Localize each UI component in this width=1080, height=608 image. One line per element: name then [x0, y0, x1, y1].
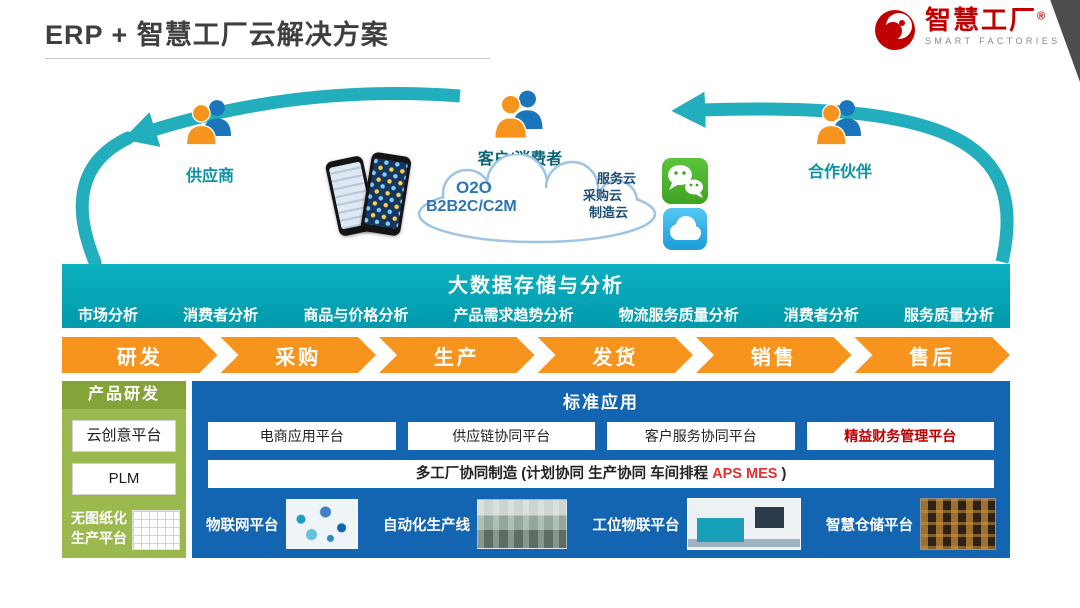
workstation-iot-label: 工位物联平台	[592, 517, 680, 534]
page-title: ERP + 智慧工厂云解决方案	[45, 20, 389, 50]
automation-line-group: 自动化生产线	[383, 499, 567, 549]
cloud-outline-icon	[417, 152, 657, 244]
bigdata-item: 服务质量分析	[903, 307, 994, 324]
standard-apps-panel: 标准应用 电商应用平台 供应链协同平台 客户服务协同平台 精益财务管理平台 多工…	[192, 381, 1010, 558]
arrow-to-supplier	[122, 87, 461, 147]
multi-factory-text: 多工厂协同制造 (计划协同 生产协同 车间排程	[415, 466, 713, 482]
product-rd-panel: 产品研发 云创意平台 PLM 无图纸化 生产平台	[62, 381, 186, 558]
aps-mes-highlight: APS MES	[712, 466, 778, 482]
platform-photo-row: 物联网平台 自动化生产线 工位物联平台 智慧仓储平台	[206, 498, 996, 550]
cloud-services: 服务云 采购云 制造云	[583, 170, 636, 221]
partner-icon	[812, 96, 868, 153]
ecommerce-platform-box: 电商应用平台	[208, 422, 396, 450]
supply-chain-platform-box: 供应链协同平台	[407, 422, 595, 450]
workstation-iot-group: 工位物联平台	[593, 498, 801, 550]
logo-text: 智慧工厂® SMART FACTORIES	[925, 7, 1061, 46]
cloud-creative-platform-box: 云创意平台	[72, 420, 176, 452]
plm-box: PLM	[72, 463, 176, 495]
lean-finance-platform-box: 精益财务管理平台	[806, 422, 994, 450]
arrow-partner-to-customer	[671, 91, 1014, 264]
process-chain: 研发 采购 生产 发货 销售 售后	[62, 337, 1010, 373]
standard-apps-row1: 电商应用平台 供应链协同平台 客户服务协同平台 精益财务管理平台	[208, 422, 994, 450]
bigdata-item: 市场分析	[78, 307, 139, 324]
process-step-sales: 销售	[696, 337, 852, 373]
cloud-service-item: 采购云	[582, 188, 622, 203]
smart-warehouse-group: 智慧仓储平台	[826, 498, 996, 550]
workstation-iot-photo	[686, 498, 801, 550]
automation-line-photo	[477, 499, 567, 549]
cloud-service-item: 制造云	[588, 205, 628, 220]
arc-left-lower	[75, 131, 135, 269]
smartphones-image	[324, 150, 414, 242]
standard-apps-title: 标准应用	[563, 393, 639, 412]
multi-factory-box: 多工厂协同制造 (计划协同 生产协同 车间排程 APS MES )	[208, 460, 994, 488]
registered-mark: ®	[1037, 10, 1048, 23]
smartphone-right-image	[359, 151, 413, 237]
cloud-shape: O2O B2B2C/C2M 服务云 采购云 制造云	[412, 152, 662, 248]
supplier-label: 供应商	[185, 168, 234, 185]
cloud-text-b2b2c: B2B2C/C2M	[426, 198, 517, 215]
cloud-text-o2o: O2O	[456, 178, 492, 197]
iot-platform-group: 物联网平台	[206, 499, 358, 549]
wechat-icon	[662, 158, 708, 204]
bigdata-item: 消费者分析	[783, 307, 859, 324]
blueprint-image	[132, 510, 180, 550]
bigdata-item: 商品与价格分析	[303, 307, 409, 324]
paperless-line1: 无图纸化	[71, 510, 127, 526]
bigdata-banner: 大数据存储与分析 市场分析 消费者分析 商品与价格分析 产品需求趋势分析 物流服…	[62, 264, 1010, 328]
multi-factory-text-suffix: )	[777, 466, 787, 482]
process-step-procurement: 采购	[221, 337, 377, 373]
bigdata-title: 大数据存储与分析	[448, 275, 624, 297]
bigdata-items: 市场分析 消费者分析 商品与价格分析 产品需求趋势分析 物流服务质量分析 消费者…	[62, 298, 1010, 325]
logo-subtitle: SMART FACTORIES	[925, 36, 1061, 46]
bigdata-item: 产品需求趋势分析	[453, 307, 574, 324]
paperless-line2: 生产平台	[71, 530, 127, 546]
process-step-rd: 研发	[62, 337, 218, 373]
customer-icon	[490, 86, 550, 147]
cloud-service-item: 服务云	[596, 171, 636, 186]
process-step-shipping: 发货	[538, 337, 694, 373]
process-step-aftersales: 售后	[855, 337, 1011, 373]
iot-platform-label: 物联网平台	[206, 517, 279, 534]
partner-label: 合作伙伴	[807, 164, 872, 181]
customer-service-platform-box: 客户服务协同平台	[607, 422, 795, 450]
cloud-app-icon	[663, 208, 707, 250]
process-step-production: 生产	[379, 337, 535, 373]
supplier-icon	[182, 96, 238, 153]
logo-name: 智慧工厂®	[925, 5, 1048, 35]
bigdata-item: 消费者分析	[183, 307, 259, 324]
iot-platform-photo	[285, 499, 358, 549]
automation-line-label: 自动化生产线	[383, 517, 470, 534]
bigdata-item: 物流服务质量分析	[618, 307, 739, 324]
logo-icon	[875, 10, 915, 50]
smart-warehouse-label: 智慧仓储平台	[826, 517, 913, 534]
title-underline	[45, 58, 490, 59]
product-rd-title: 产品研发	[62, 381, 186, 409]
paperless-production-block: 无图纸化 生产平台	[62, 508, 186, 550]
smart-warehouse-photo	[920, 498, 996, 550]
company-logo: 智慧工厂® SMART FACTORIES	[872, 7, 1061, 53]
